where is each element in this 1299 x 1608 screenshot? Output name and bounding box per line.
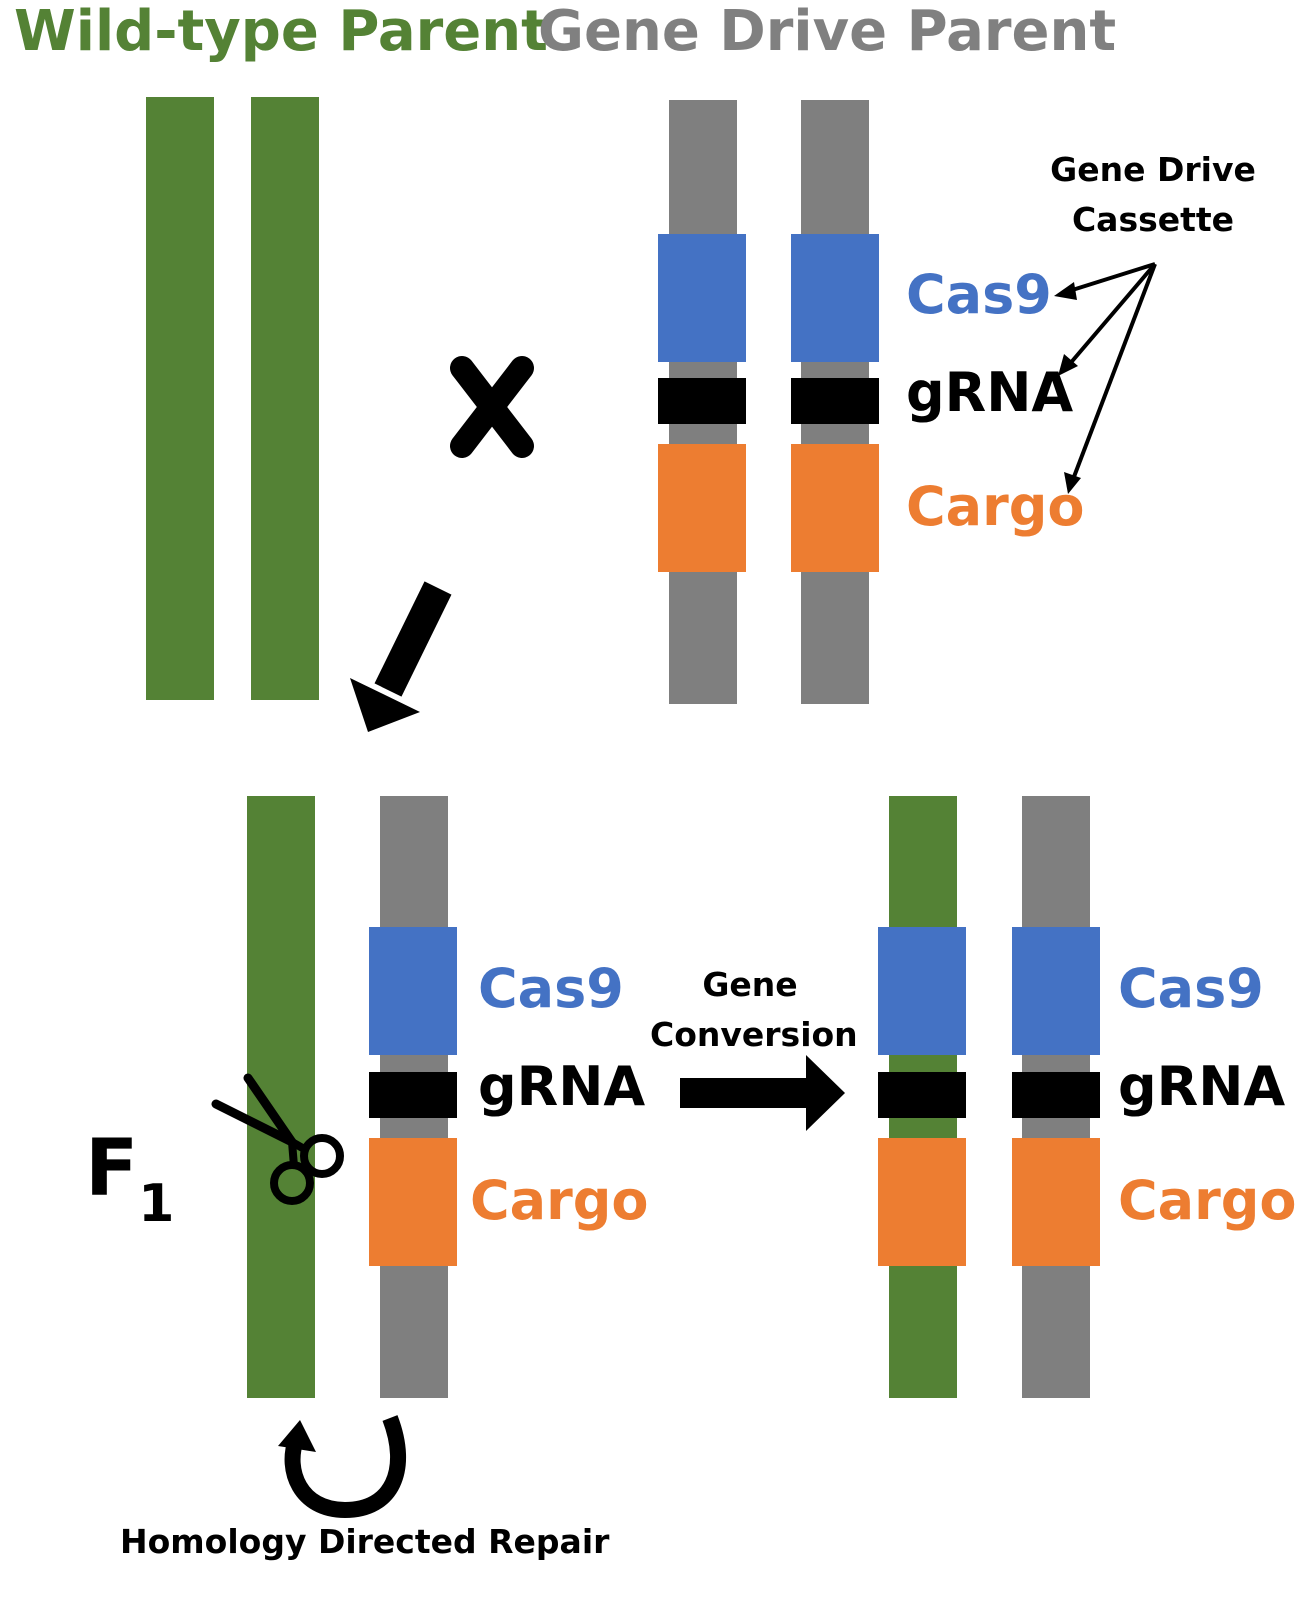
repair-curved-arrow-icon [278, 1415, 406, 1519]
cargo-segment [1012, 1138, 1100, 1266]
cross-icon [450, 356, 534, 458]
grna-label-result: gRNA [1118, 1055, 1286, 1118]
cargo-label-result: Cargo [1118, 1169, 1297, 1232]
gene-conversion-label: Gene Conversion [650, 960, 858, 1059]
cas9-label-result: Cas9 [1118, 957, 1264, 1020]
cas9-label-f1: Cas9 [478, 957, 624, 1020]
cas9-segment [878, 927, 966, 1055]
cassette-pointer-arrows-icon [1054, 262, 1157, 494]
cargo-label-top: Cargo [906, 475, 1085, 538]
wild-type-chromosome-1 [146, 97, 214, 700]
grna-segment [878, 1072, 966, 1118]
cas9-segment [369, 927, 457, 1055]
grna-segment [369, 1072, 457, 1118]
offspring-arrow-icon [350, 581, 452, 732]
gene-conversion-arrow-icon [680, 1055, 845, 1131]
gene-conversion-line1: Gene [702, 965, 798, 1004]
cas9-segment [658, 234, 746, 362]
cargo-label-f1: Cargo [470, 1169, 649, 1232]
cas9-segment [791, 234, 879, 362]
grna-segment [791, 378, 879, 424]
f1-letter: F [85, 1124, 139, 1214]
f1-subscript: 1 [138, 1174, 175, 1234]
gene-drive-cassette-heading: Gene Drive Cassette [1048, 145, 1258, 244]
cargo-segment [791, 444, 879, 572]
grna-segment [1012, 1072, 1100, 1118]
grna-segment [658, 378, 746, 424]
scissors-icon [211, 1073, 344, 1205]
f1-generation-label: F1 [85, 1130, 174, 1230]
cargo-segment [878, 1138, 966, 1266]
cas9-segment [1012, 927, 1100, 1055]
wild-type-parent-title: Wild-type Parent [14, 0, 548, 64]
cargo-segment [658, 444, 746, 572]
cas9-label-top: Cas9 [906, 263, 1052, 326]
grna-label-top: gRNA [906, 361, 1074, 424]
gene-drive-parent-title: Gene Drive Parent [538, 0, 1117, 64]
cassette-heading-line2: Cassette [1071, 199, 1235, 239]
cassette-heading-line1: Gene Drive [1050, 150, 1256, 189]
grna-label-f1: gRNA [478, 1055, 646, 1118]
wild-type-chromosome-2 [251, 97, 319, 700]
cargo-segment [369, 1138, 457, 1266]
gene-conversion-line2: Conversion [650, 1014, 858, 1054]
homology-directed-repair-label: Homology Directed Repair [120, 1522, 610, 1561]
